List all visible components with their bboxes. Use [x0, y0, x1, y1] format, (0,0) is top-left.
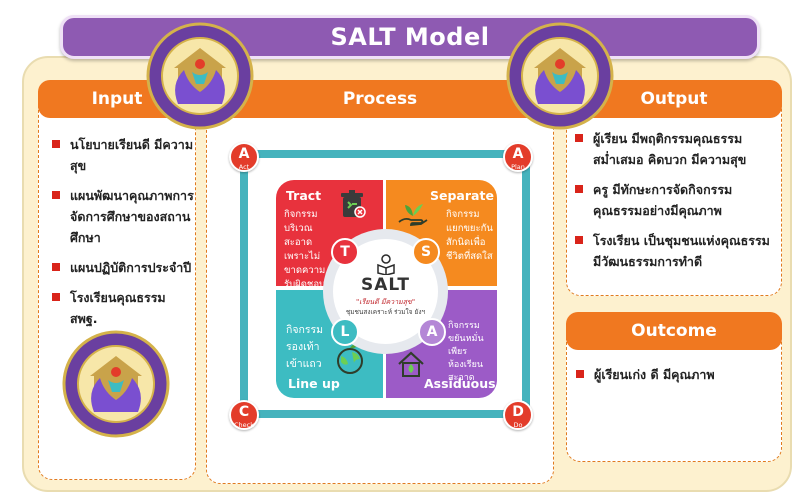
- outcome-header: Outcome: [566, 312, 782, 350]
- letter-s: S: [412, 238, 440, 266]
- page-title: SALT Model: [330, 23, 490, 51]
- outcome-list: ผู้เรียนเก่ง ดี มีคุณภาพ: [576, 364, 776, 394]
- center-word: SALT: [360, 275, 410, 295]
- house-icon: [398, 351, 424, 377]
- student-reading-icon: [377, 254, 395, 275]
- output-item: โรงเรียน เป็นชุมชนแห่งคุณธรรม มีวัฒนธรรม…: [575, 230, 777, 272]
- lineup-text: กิจกรรมรองเท้าเข้าแถว: [286, 324, 324, 370]
- corner-check-letter: C: [238, 404, 250, 420]
- center-tagline: ชุมชนสงเคราะห์ ร่วมใจ ยังฯ: [345, 308, 426, 316]
- letter-l: L: [331, 318, 359, 346]
- input-item: แผนปฏิบัติการประจำปี: [52, 257, 194, 278]
- outcome-item: ผู้เรียนเก่ง ดี มีคุณภาพ: [576, 364, 776, 385]
- output-item: ผู้เรียน มีพฤติกรรมคุณธรรมสม่ำเสมอ คิดบว…: [575, 128, 777, 170]
- tract-title: Tract: [286, 188, 322, 203]
- assiduous-text: กิจกรรมขยันหมั่นเพียรห้องเรียนสะอาด: [448, 321, 484, 383]
- separate-text: กิจกรรมแยกขยะกันสักนิดเพื่อชีวิตที่สดใส: [446, 209, 493, 262]
- outcome-title: Outcome: [631, 321, 717, 341]
- corner-do-letter: D: [512, 404, 524, 420]
- school-logo: [62, 330, 170, 438]
- lineup-title: Line up: [288, 376, 340, 391]
- input-title: Input: [91, 89, 143, 109]
- corner-check-label: Check: [234, 421, 254, 429]
- center-slogan: "เรียนดี มีความสุข": [355, 298, 416, 306]
- input-item: โรงเรียนคุณธรรม สพฐ.: [52, 287, 194, 329]
- input-list: นโยบายเรียนดี มีความสุข แผนพัฒนาคุณภาพกา…: [52, 134, 194, 338]
- corner-act-label: Act: [238, 163, 250, 171]
- corner-check: C Check: [229, 400, 259, 430]
- corner-do: D Do: [503, 400, 533, 430]
- school-logo: [506, 22, 614, 130]
- output-title: Output: [640, 89, 708, 109]
- separate-title: Separate: [430, 188, 494, 203]
- school-seal-icon: [506, 22, 614, 130]
- process-title: Process: [342, 89, 418, 109]
- corner-plan-label: Plan: [511, 163, 525, 171]
- tract-text: กิจกรรมบริเวณสะอาดเพราะไม่ขาดความรับผิดช…: [284, 209, 326, 290]
- letter-a: A: [418, 318, 446, 346]
- process-header: Process: [206, 80, 554, 118]
- output-list: ผู้เรียน มีพฤติกรรมคุณธรรมสม่ำเสมอ คิดบว…: [575, 128, 777, 281]
- trash-bin-icon: [341, 190, 366, 218]
- corner-act-letter: A: [238, 146, 250, 162]
- corner-do-label: Do: [513, 421, 523, 429]
- letter-t: T: [331, 238, 359, 266]
- pdca-frame: [240, 150, 530, 418]
- corner-plan-letter: A: [512, 146, 524, 162]
- input-item: แผนพัฒนาคุณภาพการจัดการศึกษาของสถานศึกษา: [52, 185, 194, 248]
- corner-plan: A Plan: [503, 142, 533, 172]
- input-item: นโยบายเรียนดี มีความสุข: [52, 134, 194, 176]
- output-item: ครู มีทักษะการจัดกิจกรรมคุณธรรมอย่างมีคุ…: [575, 179, 777, 221]
- school-seal-icon: [62, 330, 170, 438]
- corner-act: A Act: [229, 142, 259, 172]
- hand-plant-icon: [398, 204, 428, 226]
- assiduous-title: Assiduous: [424, 376, 496, 391]
- school-seal-icon: [146, 22, 254, 130]
- school-logo: [146, 22, 254, 130]
